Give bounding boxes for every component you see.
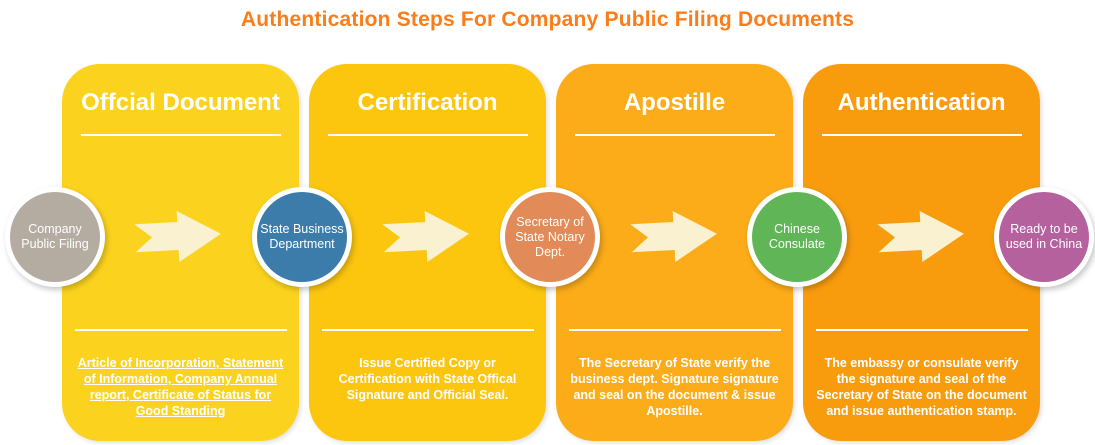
card-title: Apostille	[623, 89, 726, 116]
card-description: Issue Certified Copy or Certification wi…	[338, 356, 517, 402]
card-bottom-section: The Secretary of State verify the busine…	[556, 329, 793, 420]
node-state-business-department: State Business Department	[252, 187, 352, 287]
node-label: Ready to be used in China	[1005, 222, 1083, 251]
card-divider-bottom	[74, 329, 287, 331]
card-divider-bottom	[568, 329, 781, 331]
right-arrow-icon	[382, 211, 469, 262]
card-title: Certification	[357, 89, 498, 116]
card-divider-bottom	[815, 329, 1028, 331]
card-bottom-section: The embassy or consulate verify the sign…	[803, 329, 1040, 420]
node-secretary-of-state-notary-dept: Secretary of State Notary Dept.	[500, 187, 600, 287]
node-company-public-filing: Company Public Filing	[5, 187, 105, 287]
card-description: Article of Incorporation, Statement of I…	[77, 356, 284, 418]
card-bottom-section: Article of Incorporation, Statement of I…	[62, 329, 299, 420]
card-title: Authentication	[837, 89, 1006, 116]
card-description: The embassy or consulate verify the sign…	[816, 356, 1027, 418]
node-label: Secretary of State Notary Dept.	[515, 214, 585, 259]
card-divider-top	[80, 134, 281, 136]
diagram-title: Authentication Steps For Company Public …	[240, 8, 855, 31]
right-arrow-icon	[630, 211, 717, 262]
card-divider-top	[574, 134, 775, 136]
node-label: Chinese Consulate	[768, 222, 826, 251]
card-divider-top	[821, 134, 1022, 136]
card-bottom-section: Issue Certified Copy or Certification wi…	[309, 329, 546, 404]
node-label: State Business Department	[260, 222, 344, 251]
right-arrow-icon	[134, 211, 221, 262]
card-description: The Secretary of State verify the busine…	[570, 356, 779, 418]
card-divider-bottom	[321, 329, 534, 331]
card-title: Offcial Document	[81, 89, 280, 116]
node-label: Company Public Filing	[21, 222, 89, 251]
card-divider-top	[327, 134, 528, 136]
node-chinese-consulate: Chinese Consulate	[747, 187, 847, 287]
node-ready-to-be-used-in-china: Ready to be used in China	[994, 187, 1094, 287]
right-arrow-icon	[877, 211, 964, 262]
